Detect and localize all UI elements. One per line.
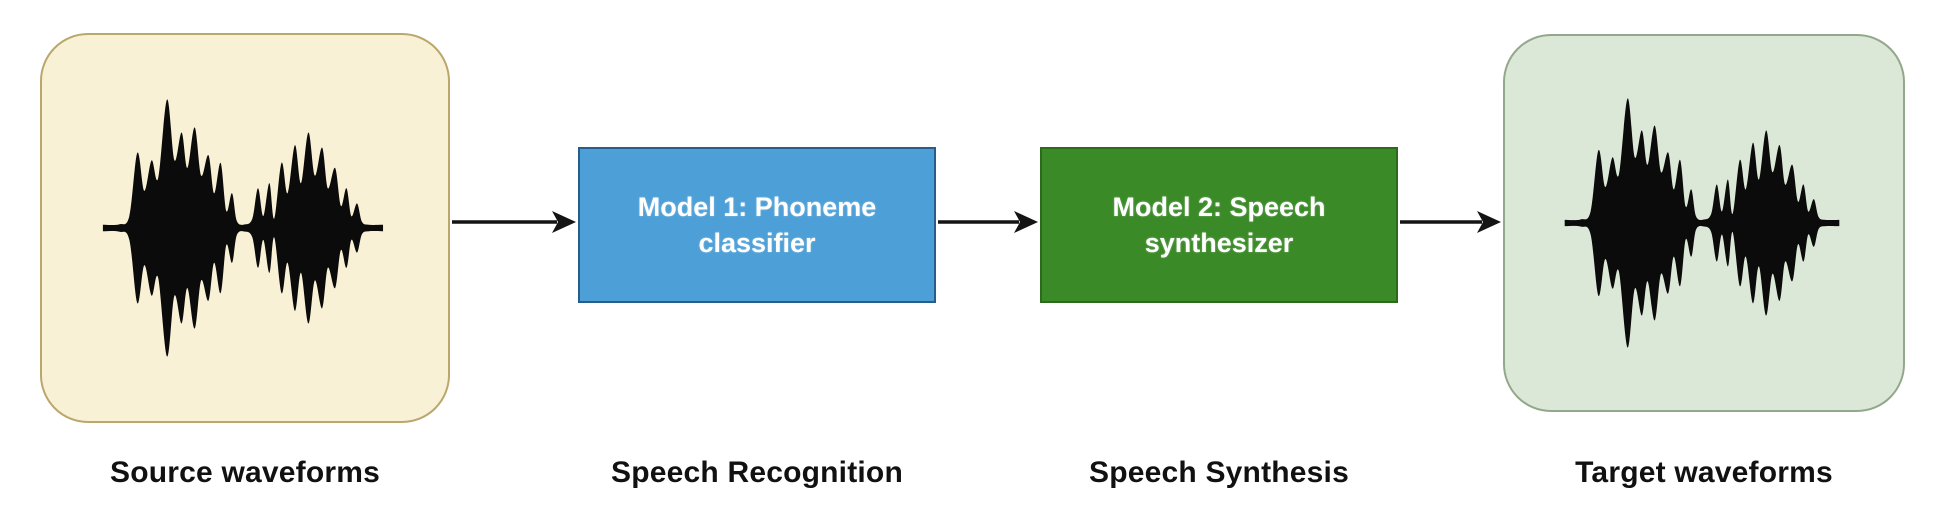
arrow-head-icon [552,211,576,233]
waveform-shape [1564,98,1840,348]
model1-phoneme-classifier-box: Model 1: Phoneme classifier [578,147,936,303]
caption-speech-recognition: Speech Recognition [611,456,903,489]
arrow-model1-to-model2 [938,211,1038,233]
caption-target-waveforms: Target waveforms [1575,456,1833,489]
arrow-head-icon [1014,211,1038,233]
source-waveform-icon [102,99,384,357]
model1-label: Model 1: Phoneme classifier [637,191,877,258]
model2-speech-synthesizer-box: Model 2: Speech synthesizer [1040,147,1398,303]
arrow-head-icon [1477,211,1501,233]
arrow-model2-to-target [1400,211,1501,233]
source-waveforms-box [40,33,450,423]
model2-label: Model 2: Speech synthesizer [1112,191,1326,258]
target-waveform-icon [1564,98,1840,348]
caption-source-waveforms: Source waveforms [110,456,380,489]
arrow-source-to-model1 [452,211,576,233]
waveform-shape [102,99,384,357]
caption-speech-synthesis: Speech Synthesis [1089,456,1349,489]
target-waveforms-box [1503,34,1905,412]
